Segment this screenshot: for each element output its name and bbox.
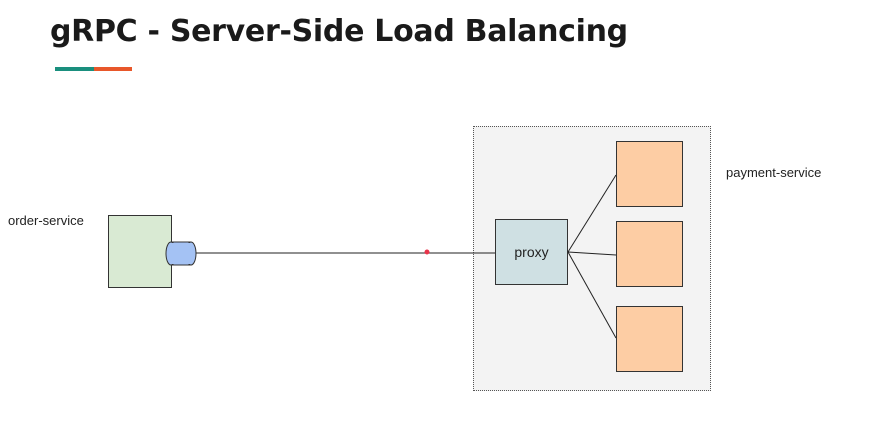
page-title: gRPC - Server-Side Load Balancing xyxy=(50,14,628,49)
payment-backend-instance xyxy=(616,221,683,287)
order-service-box xyxy=(108,215,172,288)
title-accent-orange xyxy=(94,67,132,71)
proxy-to-backend-2-line xyxy=(567,251,617,256)
payment-backend-instance xyxy=(616,141,683,207)
grpc-client-stub-icon xyxy=(165,241,197,266)
proxy-box: proxy xyxy=(495,219,568,285)
payment-backend-instance xyxy=(616,306,683,372)
proxy-to-backend-3-line xyxy=(567,251,617,339)
proxy-to-backend-1-line xyxy=(567,174,617,253)
order-service-label: order-service xyxy=(8,213,84,228)
title-accent-teal xyxy=(55,67,94,71)
connection-marker-dot xyxy=(424,249,430,255)
proxy-label: proxy xyxy=(514,244,549,260)
payment-service-label: payment-service xyxy=(726,165,822,180)
